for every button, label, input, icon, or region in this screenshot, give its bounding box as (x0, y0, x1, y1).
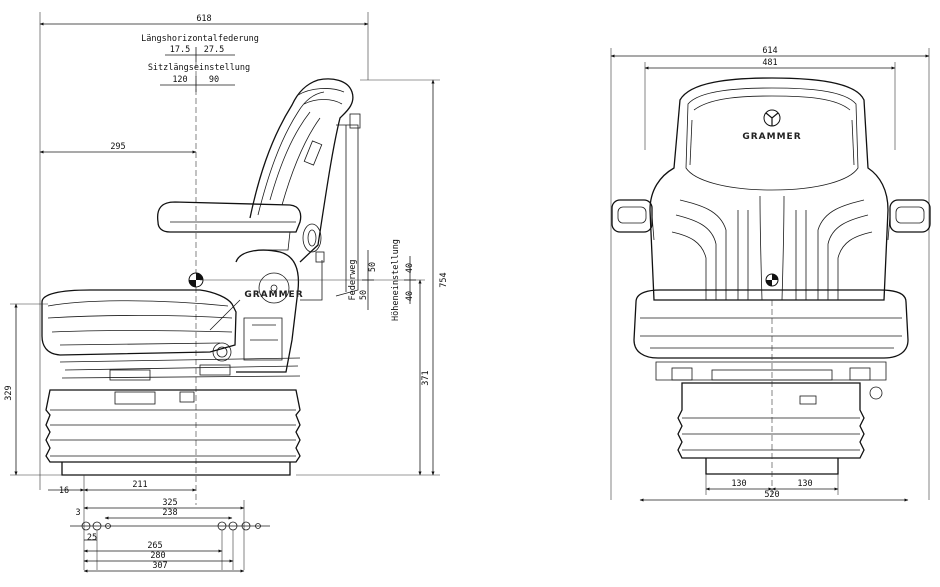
dim-base-height: 371 (200, 279, 431, 476)
height-down-value: 40 (405, 291, 415, 301)
height-adj-label: Höheneinstellung (391, 239, 401, 321)
dim-overall-width: 614 (610, 46, 930, 500)
dim-height-adjustment: Höheneinstellung 40 40 (391, 239, 416, 321)
front-view: 614 481 GRAMMER (610, 46, 931, 502)
armrest-side (156, 201, 322, 253)
rail-3-value: 3 (75, 508, 80, 518)
rail-307-value: 307 (152, 561, 167, 571)
brand-mark-small: GRAMMER (244, 290, 303, 300)
height-up-value: 40 (405, 263, 415, 273)
rail-238-value: 238 (162, 508, 177, 518)
dim-seat-height: 329 (4, 303, 62, 476)
mount-left-value: 130 (731, 479, 746, 489)
backrest-offset-value: 295 (110, 142, 125, 152)
fore-aft-front-value: 90 (209, 75, 219, 85)
backrest-width-value: 481 (762, 58, 777, 68)
overall-depth-value: 618 (196, 14, 211, 24)
travel-label: Federweg (348, 260, 358, 301)
reference-point-front-icon (765, 273, 779, 287)
seat-backrest-side (249, 78, 361, 297)
side-view: 618 Längshorizontalfederung 17.5 27.5 Si… (4, 12, 449, 573)
fore-aft-back-value: 120 (172, 75, 187, 85)
horizontal-suspension-dim: Längshorizontalfederung 17.5 27.5 (141, 34, 259, 62)
fore-aft-dim: Sitzlängseinstellung 120 90 (148, 63, 250, 92)
dim-mounting-front: 130 130 520 (639, 300, 909, 502)
fore-aft-label: Sitzlängseinstellung (148, 63, 250, 73)
overall-height-value: 754 (439, 272, 449, 287)
dim-backrest-width: 481 (644, 58, 896, 150)
bellows-base-side (45, 389, 301, 476)
base-width-value: 520 (764, 490, 779, 500)
overall-width-value: 614 (762, 46, 777, 56)
dim-backrest-offset: 295 (39, 142, 197, 154)
rail-280-value: 280 (150, 551, 165, 561)
mounting-hole-pattern: 325 238 3 25 265 280 307 (70, 498, 270, 573)
brand-name: GRAMMER (742, 132, 801, 142)
armrests-front (611, 199, 931, 241)
base-offset-value: 16 (59, 486, 69, 496)
bellows-base-front (677, 382, 865, 475)
horiz-susp-front-value: 27.5 (204, 45, 224, 55)
dim-overall-height: 754 (296, 79, 449, 476)
base-height-value: 371 (421, 370, 431, 385)
ref-to-front-value: 211 (132, 480, 147, 490)
seat-height-value: 329 (4, 385, 14, 400)
dim-suspension-travel: Federweg 50 50 (348, 250, 378, 310)
suspension-mechanism-front (655, 361, 887, 405)
rail-265-value: 265 (147, 541, 162, 551)
suspension-mechanism-side: GRAMMER (59, 249, 325, 381)
rail-25-value: 25 (87, 533, 97, 543)
travel-down-value: 50 (359, 290, 369, 300)
horiz-suspension-label: Längshorizontalfederung (141, 34, 259, 44)
seat-cushion-side (41, 289, 237, 356)
horiz-susp-back-value: 17.5 (170, 45, 190, 55)
seat-backrest-front: GRAMMER (649, 77, 889, 301)
dim-overall-depth: 618 (39, 12, 369, 490)
mount-right-value: 130 (797, 479, 812, 489)
brand-logo-icon (763, 109, 781, 127)
travel-up-value: 50 (368, 262, 378, 272)
rail-325-value: 325 (162, 498, 177, 508)
dim-bottom-offsets: 16 211 (48, 475, 197, 570)
